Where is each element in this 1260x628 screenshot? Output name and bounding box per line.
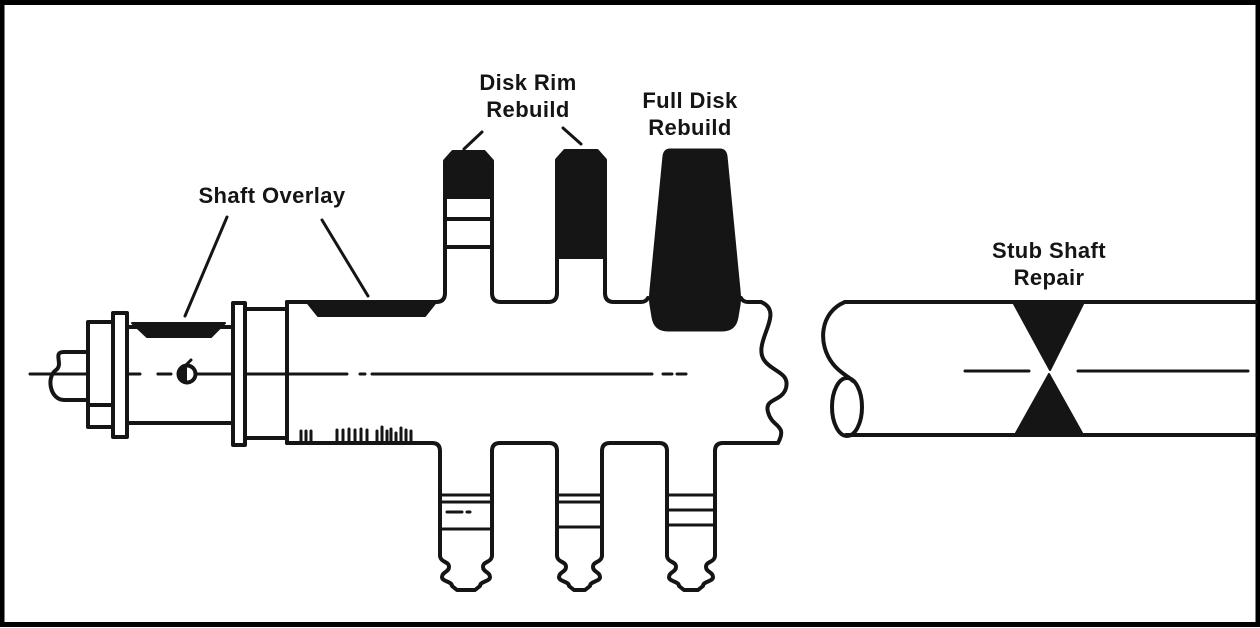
shaft-top-line xyxy=(285,291,763,304)
center-mark xyxy=(156,358,198,385)
blade-root-1 xyxy=(438,449,494,592)
label-shaft-overlay: Shaft Overlay xyxy=(198,183,345,208)
blade-root-2 xyxy=(555,449,604,592)
disk-3-full-rebuild-fill xyxy=(649,148,741,332)
label-disk-rim-rebuild-line2: Rebuild xyxy=(486,97,569,122)
label-disk-rim-rebuild-line1: Disk Rim xyxy=(479,70,576,95)
coupling-block xyxy=(86,320,115,407)
stub-shaft-weld-bowtie xyxy=(1013,303,1084,434)
shaft-break-left-icon xyxy=(759,300,789,445)
label-stub-shaft-repair-line1: Stub Shaft xyxy=(992,238,1106,263)
shaft-flange-2 xyxy=(231,301,247,447)
disk-2-rim-rebuild xyxy=(555,149,607,295)
disk-1-rim-weld-fill xyxy=(444,151,493,199)
label-full-disk-rebuild-line1: Full Disk xyxy=(642,88,738,113)
shaft-overlay-band-left xyxy=(131,322,226,338)
leader-shaft-overlay-right xyxy=(320,218,370,298)
blade-root-3 xyxy=(665,449,717,592)
label-full-disk-rebuild-line2: Rebuild xyxy=(648,115,731,140)
leader-shaft-overlay-left xyxy=(183,215,229,318)
disk-1-rim-rebuild xyxy=(443,150,494,295)
shaft-break-right-loop xyxy=(830,376,864,438)
label-stub-shaft-repair-line2: Repair xyxy=(1014,265,1085,290)
coupling-step xyxy=(86,403,114,429)
shaft-step-section xyxy=(243,300,289,445)
coupling-stub xyxy=(48,350,90,402)
turbine-rotor-drawing xyxy=(28,148,1250,592)
leader-lines xyxy=(183,126,583,318)
shaft-flange-1 xyxy=(111,311,129,439)
stub-shaft-drawing xyxy=(821,300,1258,438)
disk-2-rim-weld-fill xyxy=(556,150,606,259)
shaft-overlay-band-right xyxy=(305,300,438,317)
shaft-bottom-line xyxy=(285,441,778,453)
leader-disk-rim-right xyxy=(561,126,583,146)
stub-shaft-outline xyxy=(843,300,1258,437)
leader-disk-rim-left xyxy=(462,130,484,151)
labyrinth-seal-teeth xyxy=(299,425,413,443)
